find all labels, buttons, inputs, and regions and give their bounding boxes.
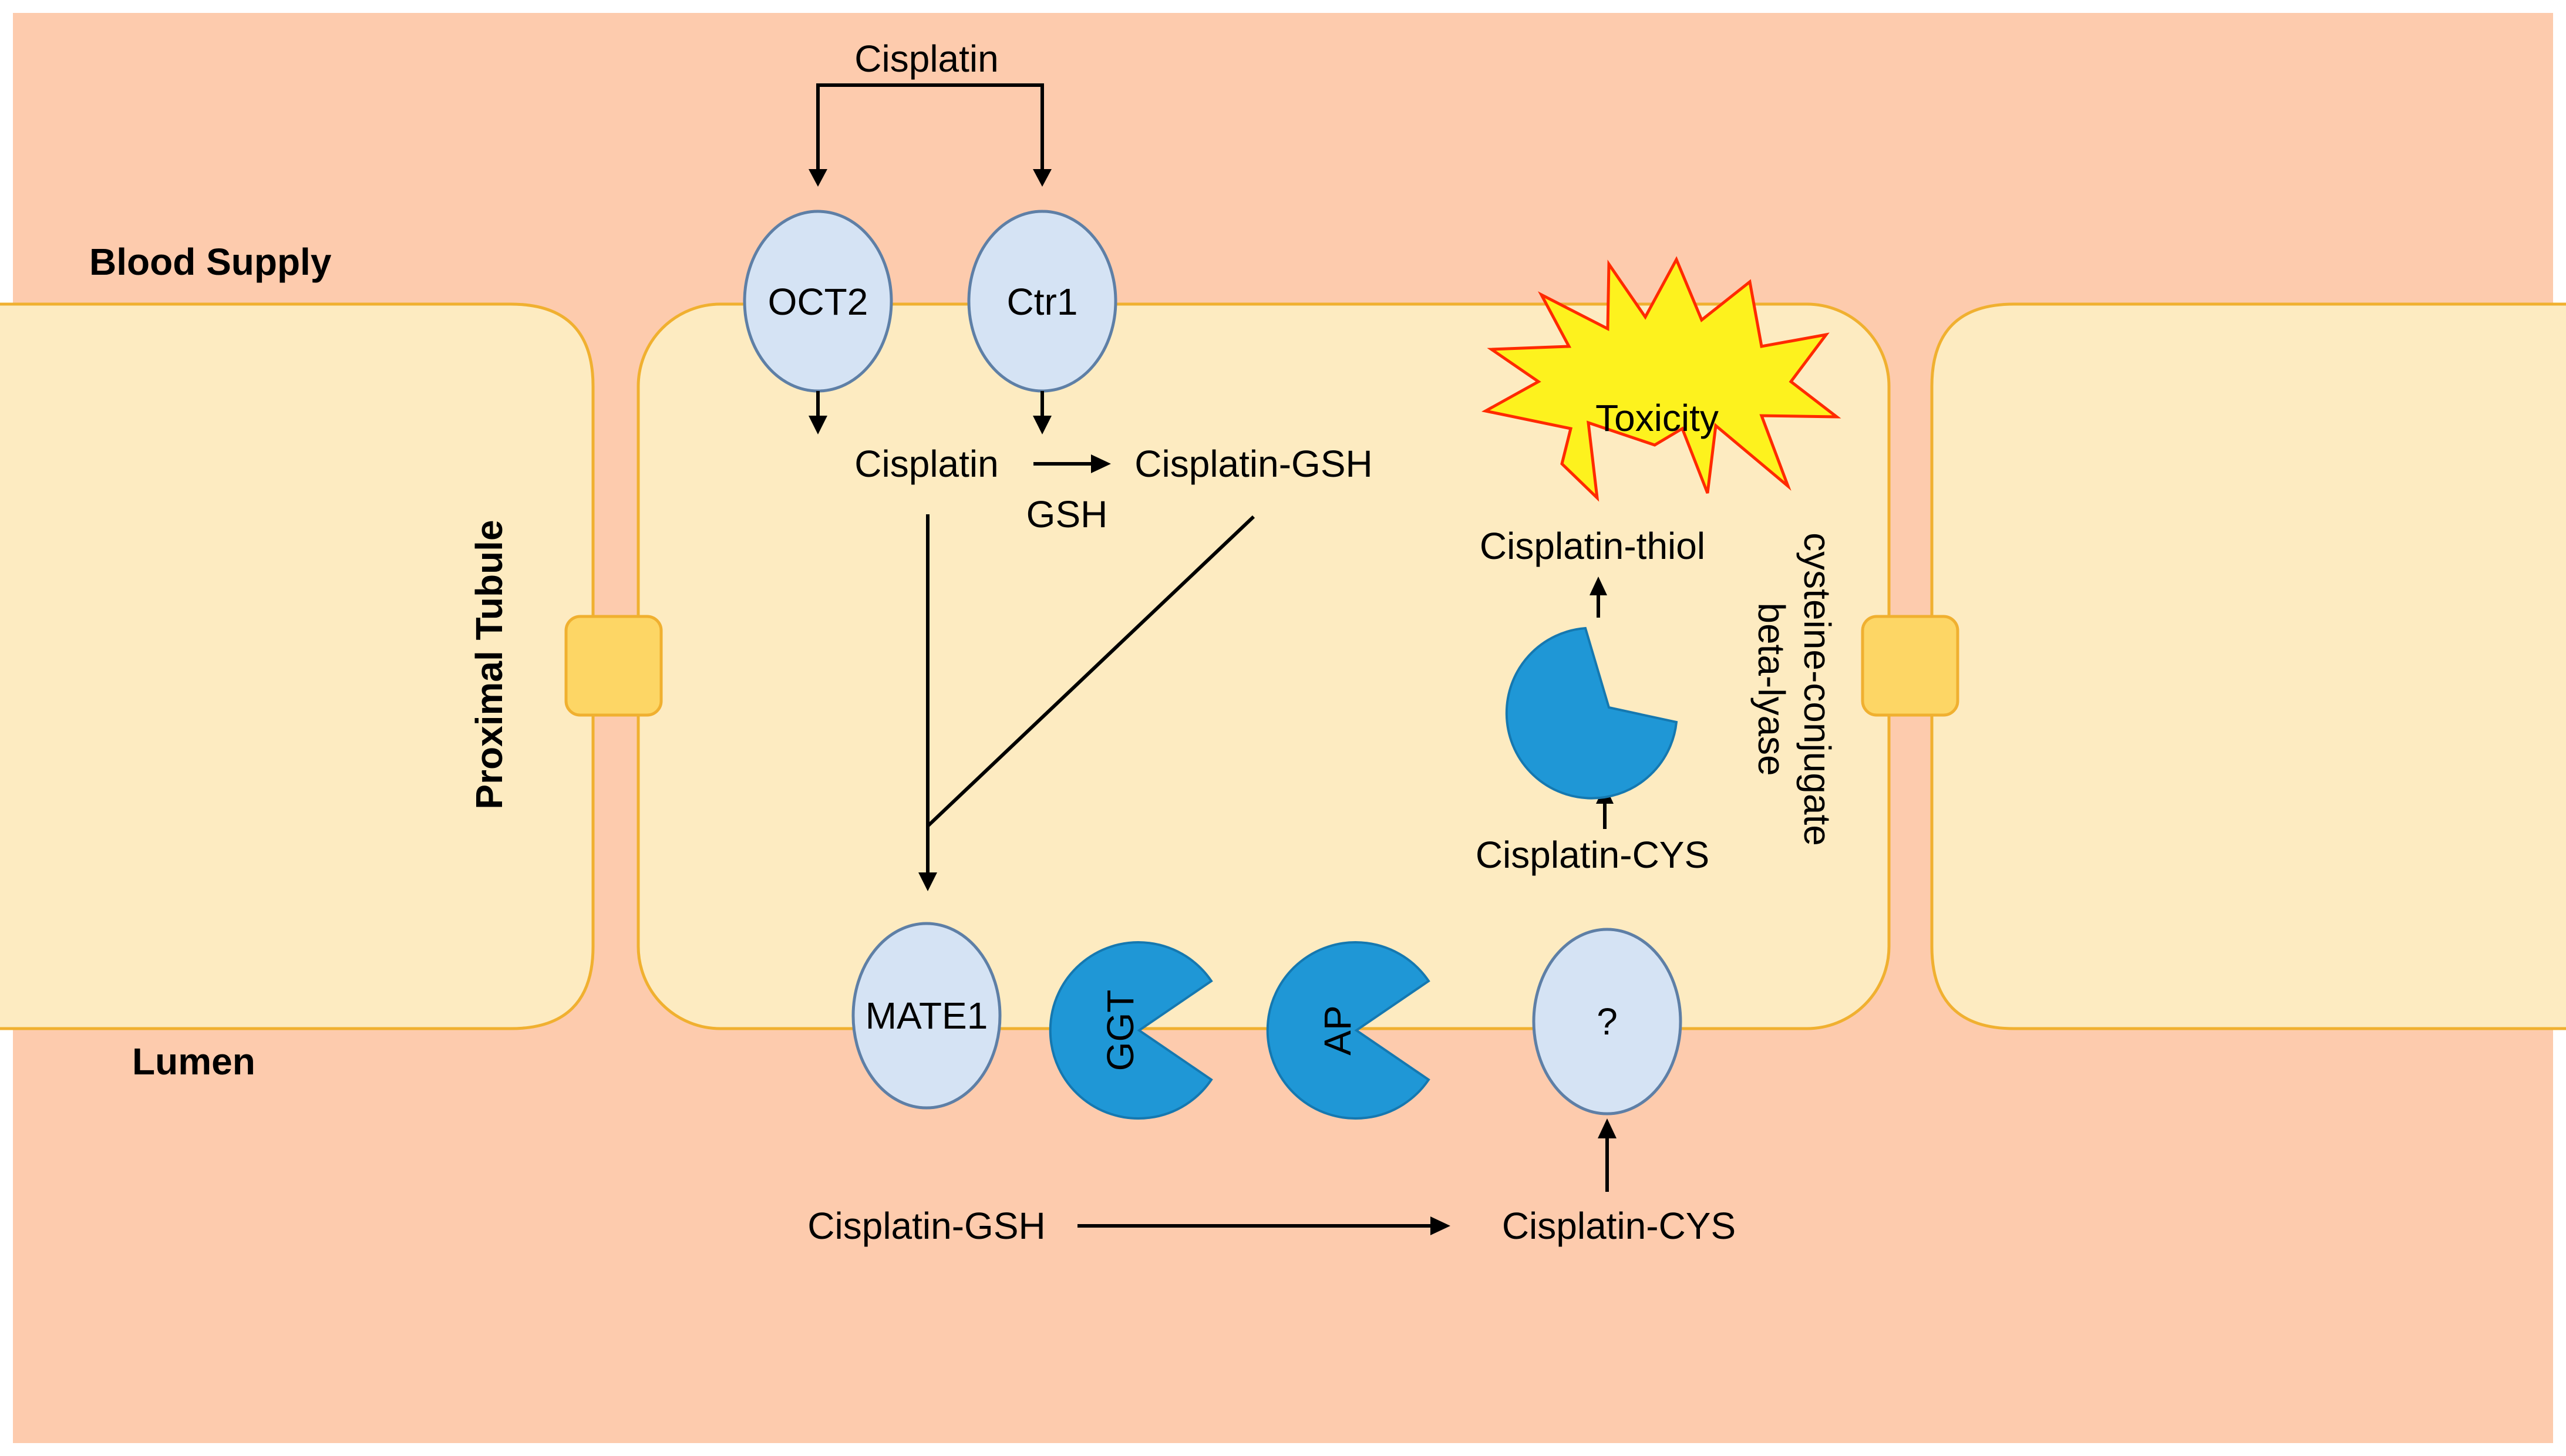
cys-to-unknown-head bbox=[1598, 1118, 1617, 1138]
mate1-label: MATE1 bbox=[866, 995, 988, 1037]
lyase-to-thiol-head bbox=[1590, 577, 1607, 595]
unknown-transporter-label: ? bbox=[1597, 1000, 1618, 1043]
ctr1-to-cisplatin-head bbox=[1033, 416, 1052, 434]
right-neighbor-cell bbox=[1930, 302, 2566, 1030]
left-neighbor-cell bbox=[0, 302, 595, 1030]
ap-enzyme bbox=[1266, 941, 1430, 1120]
arrow-to-oct2-head bbox=[809, 169, 827, 187]
cisplatin-gsh-lumen-label: Cisplatin-GSH bbox=[807, 1205, 1045, 1247]
ggt-enzyme bbox=[1049, 941, 1213, 1120]
cisplatin-to-gsh-conjugate-head bbox=[1091, 454, 1111, 473]
blood-supply-label: Blood Supply bbox=[89, 241, 332, 283]
oct2-label: OCT2 bbox=[768, 281, 868, 323]
oct2-to-cisplatin-head bbox=[809, 416, 827, 434]
cisplatin-cell-label: Cisplatin bbox=[854, 443, 998, 485]
toxicity-label: Toxicity bbox=[1595, 397, 1719, 439]
cisplatin-gsh-cell-label: Cisplatin-GSH bbox=[1134, 443, 1372, 485]
cisplatin-to-mate1-head bbox=[918, 872, 937, 891]
cisplatin-cys-cell-label: Cisplatin-CYS bbox=[1476, 834, 1709, 876]
lyase-label-line-1: cysteine-conjugate bbox=[1796, 532, 1838, 846]
tight-junction-right bbox=[1861, 615, 1959, 717]
ggt-label: GGT bbox=[1099, 990, 1141, 1071]
ap-label: AP bbox=[1316, 1005, 1359, 1055]
ctr1-label: Ctr1 bbox=[1007, 281, 1078, 323]
mate1-transporter bbox=[851, 922, 1002, 1110]
gsh-to-cys-lumen-head bbox=[1430, 1216, 1450, 1235]
lumen-label: Lumen bbox=[132, 1040, 255, 1083]
cisplatin-blood-label: Cisplatin bbox=[854, 38, 998, 80]
cisplatin-cys-lumen-label: Cisplatin-CYS bbox=[1502, 1205, 1736, 1247]
cisplatin-bracket-line bbox=[816, 83, 1044, 171]
cisplatin-gsh-to-mate1-line bbox=[926, 515, 1255, 828]
cisplatin-thiol-label: Cisplatin-thiol bbox=[1480, 525, 1705, 567]
toxicity-burst bbox=[1481, 256, 1841, 502]
proximal-tubule-label: Proximal Tubule bbox=[468, 520, 510, 809]
unknown-transporter bbox=[1532, 928, 1682, 1115]
lyase-label-line-2: beta-lyase bbox=[1750, 602, 1793, 776]
tight-junction-left bbox=[564, 615, 663, 717]
gsh-label: GSH bbox=[1026, 493, 1108, 535]
beta-lyase-enzyme bbox=[1505, 626, 1678, 800]
arrow-to-ctr1-head bbox=[1033, 169, 1052, 187]
